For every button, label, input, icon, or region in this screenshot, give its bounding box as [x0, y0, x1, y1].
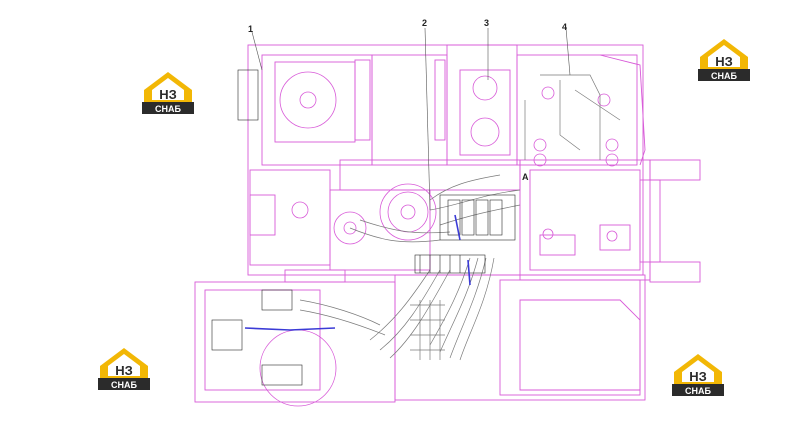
house-logo-icon: НЗ СНАБ — [698, 39, 750, 81]
leader-lines — [251, 27, 571, 211]
house-logo-icon: НЗ СНАБ — [142, 72, 194, 114]
watermark-logo-bottom-right: НЗ СНАБ — [670, 350, 726, 398]
logo-text: НЗ — [115, 363, 133, 378]
watermark-logo-bottom-left: НЗ СНАБ — [96, 344, 152, 392]
valve-block — [211, 69, 516, 386]
logo-text: НЗ — [715, 54, 733, 69]
circular-components — [259, 71, 619, 407]
logo-subtext: СНАБ — [685, 386, 711, 396]
blue-wire-harness — [244, 214, 471, 331]
logo-subtext: СНАБ — [155, 104, 181, 114]
logo-subtext: СНАБ — [711, 71, 737, 81]
house-logo-icon: НЗ СНАБ — [98, 348, 150, 390]
hydraulic-lines — [299, 74, 621, 361]
house-logo-icon: НЗ СНАБ — [672, 354, 724, 396]
view-label-a: A — [522, 172, 529, 182]
watermark-logo-top-right: НЗ СНАБ — [696, 35, 752, 83]
watermark-logo-top-left: НЗ СНАБ — [140, 68, 196, 116]
callout-4: 4 — [562, 22, 567, 32]
callout-3: 3 — [484, 18, 489, 28]
callout-2: 2 — [422, 18, 427, 28]
frame-outline — [194, 44, 701, 403]
logo-subtext: СНАБ — [111, 380, 137, 390]
callout-1: 1 — [248, 24, 253, 34]
logo-text: НЗ — [689, 369, 707, 384]
logo-text: НЗ — [159, 87, 177, 102]
